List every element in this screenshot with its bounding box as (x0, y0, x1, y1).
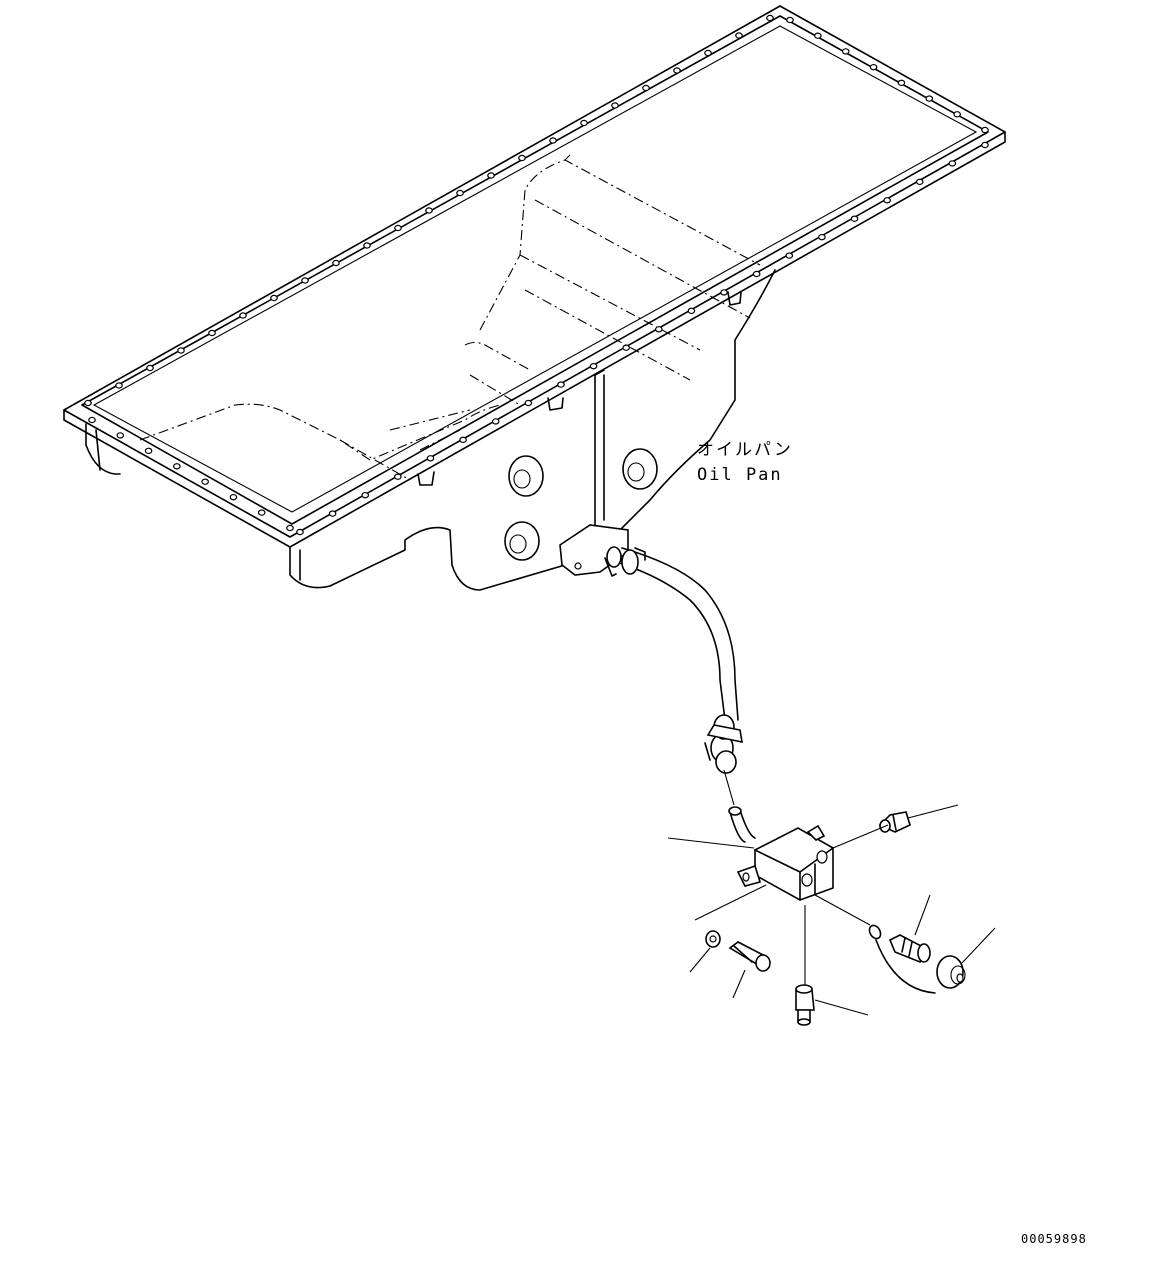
bolt-hole (524, 399, 533, 407)
bolt-hole (328, 510, 337, 517)
bolt-hole (915, 178, 924, 186)
document-number: 00059898 (1021, 1232, 1087, 1246)
bolt-hole (655, 326, 663, 333)
bolt-hole (841, 48, 850, 55)
bolt-hole (897, 79, 906, 87)
bolt-hole (818, 233, 826, 241)
bolt-hole (270, 294, 278, 302)
bolt-hole (459, 436, 467, 444)
filter-block (728, 806, 834, 901)
flange-bolt-holes (84, 14, 989, 536)
bolt-hole (296, 528, 304, 536)
bolt-hole (115, 382, 123, 389)
bolt-hole (869, 63, 878, 71)
bolt-hole (622, 344, 630, 351)
cap (875, 939, 966, 994)
bolt-hole (981, 141, 989, 149)
bolt-hole (84, 399, 92, 407)
oil-pan (63, 5, 1006, 591)
bolt-hole (257, 509, 266, 516)
bolt-hole (144, 447, 153, 455)
oil-pan-label-en: Oil Pan (697, 465, 783, 485)
bolt-hole (735, 32, 743, 39)
bolt-hole (239, 312, 247, 319)
bolt-hole (491, 418, 500, 425)
bolt-hole (332, 259, 340, 267)
bolt-hole (487, 172, 495, 179)
bolt-hole (394, 473, 402, 480)
bolt-hole (208, 329, 216, 337)
bolt-hole (814, 32, 822, 39)
bolt-hole (363, 242, 371, 249)
bolt-hole (720, 289, 728, 296)
bolt-hole (883, 197, 891, 204)
bolt-hole (286, 524, 294, 532)
bolt-hole (981, 126, 989, 134)
bolt-hole (752, 270, 761, 278)
drain-valve (795, 984, 815, 1026)
bolt-hole (642, 84, 650, 92)
bolt-hole (177, 347, 185, 354)
bolt-hole (426, 455, 435, 462)
bolt-hole (687, 307, 696, 315)
bolt-hole (173, 463, 181, 470)
bolt-hole (116, 432, 125, 439)
connector-fitting (878, 811, 911, 833)
bolt-hole (425, 207, 433, 214)
bolt-hole (301, 277, 309, 284)
bolt-hole (518, 154, 526, 162)
bolt-hole (766, 14, 774, 22)
bolt-hole (229, 493, 238, 501)
bolt-hole (673, 67, 681, 74)
bolt-hole (925, 95, 934, 102)
bolt-hole (850, 215, 859, 222)
bolt-hole (201, 478, 209, 485)
bolt-hole (557, 381, 565, 388)
adapter (888, 934, 931, 964)
bolt-hole (146, 364, 154, 372)
bolt-hole (580, 119, 588, 127)
bolt-hole (611, 102, 619, 109)
mounting-bolt (728, 941, 771, 972)
oil-pan-flange (63, 5, 1006, 538)
bolt-hole (953, 111, 961, 118)
drain-hose (604, 546, 743, 806)
bolt-hole (361, 491, 370, 499)
oil-pan-label-jp: オイルパン (697, 440, 793, 460)
bolt-hole (948, 160, 957, 167)
bolt-hole (456, 189, 464, 197)
bolt-hole (704, 49, 712, 57)
washer (705, 930, 721, 948)
o-ring (868, 924, 882, 940)
bolt-hole (589, 362, 598, 370)
bolt-hole (786, 16, 794, 24)
bolt-hole (785, 252, 794, 259)
bolt-hole (394, 224, 402, 232)
bolt-hole (88, 416, 96, 424)
leader-lines (667, 804, 996, 1016)
bolt-hole (549, 137, 557, 144)
